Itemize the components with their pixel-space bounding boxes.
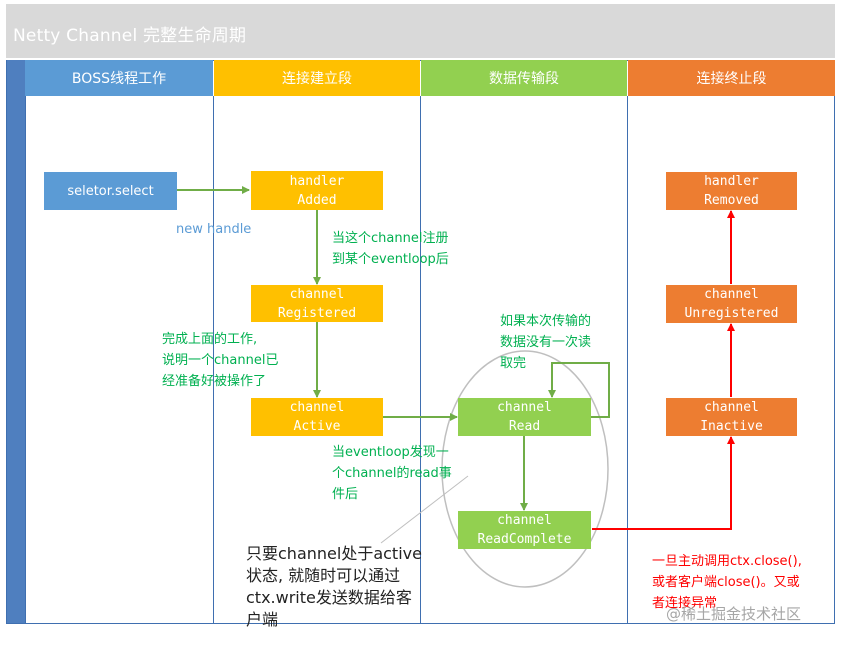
highlight-ellipse (441, 350, 609, 588)
node-label-line2: ReadComplete (477, 532, 572, 547)
ellipse-pointer-line (380, 475, 469, 544)
node-label-line2: Removed (704, 193, 759, 208)
lane-divider (627, 96, 628, 623)
node-label-line2: Read (508, 419, 541, 434)
node-label-line1: channel (289, 400, 345, 415)
close-note: 一旦主动调用ctx.close(), 或者客户端close()。又或 者连接异常 (652, 551, 802, 614)
lane-header-boss: BOSS线程工作 (25, 60, 213, 96)
lane-header-transfer: 数据传输段 (421, 60, 627, 96)
lane-header-connect: 连接建立段 (214, 60, 420, 96)
node-channel-unregistered: channel Unregistered (666, 285, 797, 323)
node-channel-readcomplete: channel ReadComplete (458, 511, 591, 549)
node-label-line1: channel (289, 286, 345, 302)
lane-label: BOSS线程工作 (71, 71, 167, 87)
node-label-line1: channel (704, 400, 759, 415)
note-line: 数据没有一次读 (500, 335, 592, 350)
node-label-line2: Active (293, 419, 341, 434)
node-selector-select: seletor.select (44, 172, 177, 210)
note-line: 一旦主动调用ctx.close(), (652, 554, 802, 569)
node-handler-removed: handler Removed (666, 172, 797, 210)
node-handler-added: handler Added (251, 171, 383, 210)
note-line: 经准备好被操作了 (162, 374, 267, 389)
note-line: 只要channel处于active (246, 544, 422, 563)
note-line: 状态, 就随时可以通过 (246, 566, 401, 585)
node-label-line2: Added (297, 192, 337, 208)
note-line: 件后 (332, 487, 359, 502)
lane-divider (420, 96, 421, 623)
node-channel-registered: channel Registered (251, 285, 383, 322)
lane-divider (213, 96, 214, 623)
node-label-line1: channel (704, 287, 759, 302)
write-note: 只要channel处于active 状态, 就随时可以通过 ctx.write发… (246, 543, 422, 631)
node-label-line1: handler (289, 173, 345, 189)
note-line: 户端 (246, 610, 279, 629)
registered-note: 当这个channel注册 到某个eventloop后 (332, 228, 449, 270)
new-handle-note: new handle (176, 222, 252, 237)
left-strip (7, 60, 25, 623)
node-label-line2: Unregistered (684, 306, 779, 321)
diagram-title: Netty Channel 完整生命周期 (13, 26, 247, 46)
read-loop-note: 如果本次传输的 数据没有一次读 取完 (500, 311, 591, 374)
lane-divider (25, 96, 26, 623)
node-label-line1: channel (497, 400, 552, 415)
note-line: 当这个channel注册 (332, 231, 449, 246)
note-line: ctx.write发送数据给客 (246, 588, 412, 607)
note-line: 完成上面的工作, (162, 332, 258, 347)
note-line: 个channel的read事 (332, 466, 452, 481)
node-label: seletor.select (67, 183, 154, 199)
arrow-readcomplete-to-inactive (592, 436, 735, 530)
lane-header-terminate: 连接终止段 (628, 60, 835, 96)
lane-label: 连接建立段 (282, 71, 352, 87)
active-note: 完成上面的工作, 说明一个channel已 经准备好被操作了 (162, 329, 278, 392)
node-label-line1: channel (497, 513, 552, 528)
node-channel-read: channel Read (458, 398, 591, 436)
watermark: @稀土掘金技术社区 (666, 605, 802, 623)
note-line: 当eventloop发现一 (332, 445, 449, 460)
node-channel-inactive: channel Inactive (666, 398, 797, 436)
node-label-line2: Registered (277, 305, 357, 321)
node-label-line2: Inactive (700, 419, 763, 434)
note-line: 到某个eventloop后 (332, 252, 449, 267)
lane-label: 数据传输段 (489, 71, 559, 87)
note-line: 说明一个channel已 (162, 353, 279, 368)
node-label-line1: handler (704, 174, 759, 189)
swimlane-frame (6, 60, 835, 624)
title-bar: Netty Channel 完整生命周期 (6, 4, 835, 58)
note-line: 者连接异常 (652, 596, 718, 611)
node-channel-active: channel Active (251, 398, 383, 436)
lane-label: 连接终止段 (696, 71, 767, 87)
note-line: 取完 (500, 356, 527, 371)
note-line: 或者客户端close()。又或 (652, 575, 800, 590)
read-event-note: 当eventloop发现一 个channel的read事 件后 (332, 442, 452, 505)
note-line: 如果本次传输的 (500, 314, 592, 329)
arrow-read-loop (548, 362, 610, 418)
